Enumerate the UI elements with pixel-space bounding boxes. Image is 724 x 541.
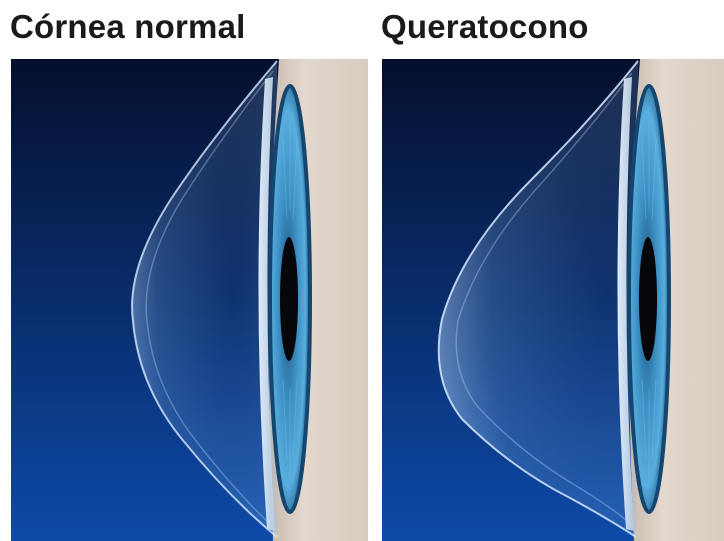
keratoconus-panel xyxy=(382,59,724,541)
pupil xyxy=(639,237,657,361)
normal-cornea-panel xyxy=(11,59,368,541)
keratoconus-cornea-eye-icon xyxy=(382,59,724,541)
normal-cornea-title: Córnea normal xyxy=(10,4,246,50)
pupil xyxy=(280,237,298,361)
normal-cornea-eye-icon xyxy=(11,59,368,541)
keratoconus-title: Queratocono xyxy=(381,4,589,50)
